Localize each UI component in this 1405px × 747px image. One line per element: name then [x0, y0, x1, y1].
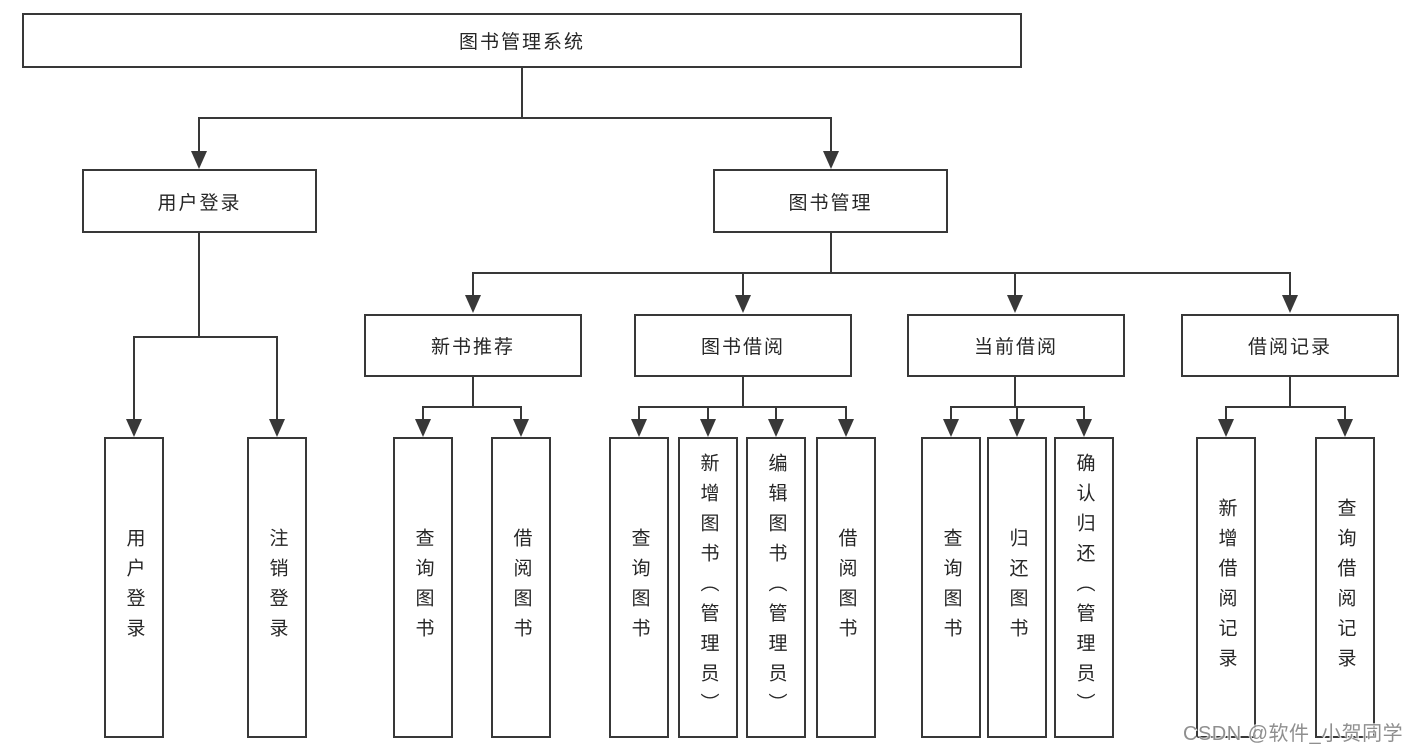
node-root: 图书管理系统: [22, 13, 1022, 68]
leaf-query-books-current-label: 查询图书: [940, 527, 962, 648]
csdn-watermark: CSDN @软件_小贺同学: [1183, 723, 1404, 745]
leaf-edit-books-admin: 编辑图书（管理员）: [746, 437, 806, 738]
node-book-management-branch-label: 图书管理: [788, 192, 873, 214]
leaf-query-borrow-record-label: 查询借阅记录: [1334, 497, 1356, 678]
node-root-label: 图书管理系统: [458, 32, 585, 53]
leaf-add-borrow-record-label: 新增借阅记录: [1215, 497, 1237, 678]
leaf-borrow-books-recommend: 借阅图书: [491, 437, 551, 738]
leaf-borrow-books-recommend-label: 借阅图书: [510, 527, 532, 648]
leaf-borrow-books-label: 借阅图书: [835, 527, 857, 648]
leaf-add-books-admin-label: 新增图书（管理员）: [697, 452, 719, 723]
node-user-login-branch-label: 用户登录: [157, 192, 242, 214]
leaf-query-borrow-record: 查询借阅记录: [1315, 437, 1375, 738]
leaf-logout-label: 注销登录: [266, 527, 288, 648]
leaf-query-books-recommend: 查询图书: [393, 437, 453, 738]
node-book-management-branch: 图书管理: [713, 169, 948, 233]
leaf-add-borrow-record: 新增借阅记录: [1196, 437, 1256, 738]
node-user-login-branch: 用户登录: [82, 169, 317, 233]
leaf-query-books-recommend-label: 查询图书: [412, 527, 434, 648]
node-book-borrowing-label: 图书借阅: [700, 337, 785, 358]
node-new-book-recommend: 新书推荐: [364, 314, 582, 377]
leaf-edit-books-admin-label: 编辑图书（管理员）: [765, 452, 787, 723]
leaf-user-login-label: 用户登录: [123, 527, 145, 648]
leaf-query-books-borrowing-label: 查询图书: [628, 527, 650, 648]
leaf-confirm-return-admin: 确认归还（管理员）: [1054, 437, 1114, 738]
leaf-query-books-current: 查询图书: [921, 437, 981, 738]
leaf-add-books-admin: 新增图书（管理员）: [678, 437, 738, 738]
leaf-query-books-borrowing: 查询图书: [609, 437, 669, 738]
leaf-return-books-label: 归还图书: [1006, 527, 1028, 648]
leaf-confirm-return-admin-label: 确认归还（管理员）: [1073, 452, 1095, 723]
node-current-borrowing-label: 当前借阅: [973, 337, 1058, 358]
node-book-borrowing: 图书借阅: [634, 314, 852, 377]
node-current-borrowing: 当前借阅: [907, 314, 1125, 377]
leaf-borrow-books: 借阅图书: [816, 437, 876, 738]
leaf-return-books: 归还图书: [987, 437, 1047, 738]
leaf-logout: 注销登录: [247, 437, 307, 738]
node-borrowing-records-label: 借阅记录: [1247, 337, 1332, 358]
node-borrowing-records: 借阅记录: [1181, 314, 1399, 377]
leaf-user-login: 用户登录: [104, 437, 164, 738]
node-new-book-recommend-label: 新书推荐: [430, 337, 515, 358]
